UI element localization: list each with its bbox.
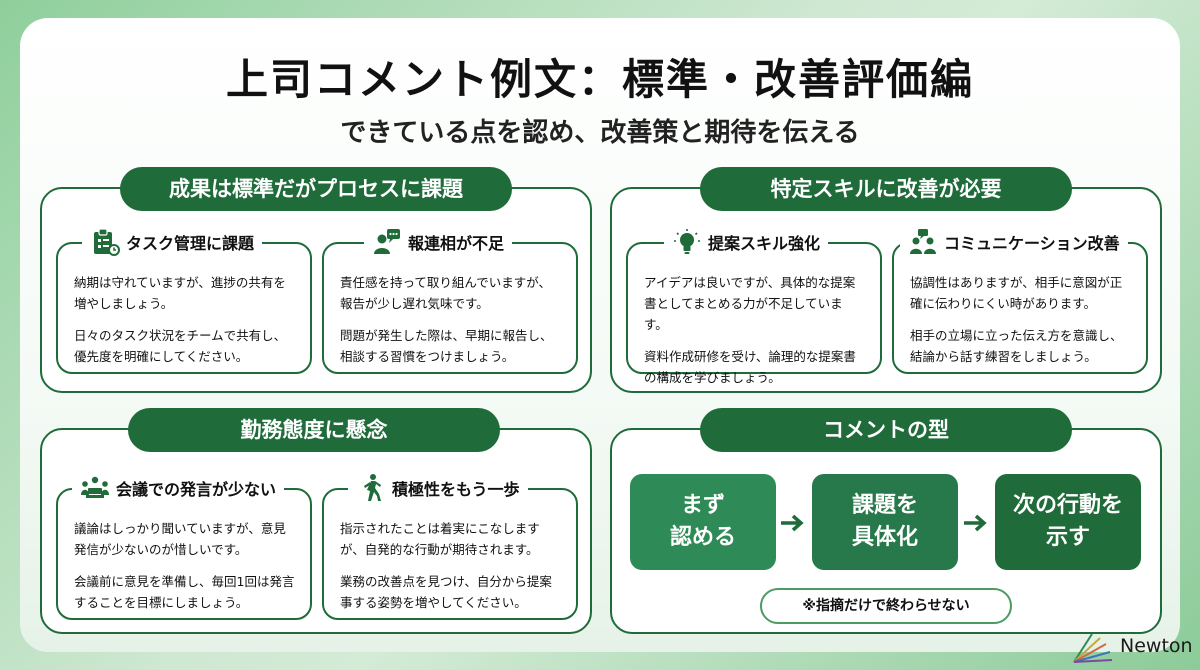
card-heading: 会議での発言が少ない <box>116 480 277 499</box>
card-heading: 積極性をもう一歩 <box>392 480 520 499</box>
card-text: 議論はしっかり聞いていますが、意見発信が少ないのが惜しいです。 <box>74 521 286 557</box>
card-text: 納期は守れていますが、進捗の共有を増やしましょう。 <box>74 275 286 311</box>
people-talk-icon <box>910 229 936 254</box>
section-label: 勤務態度に懸念 <box>128 408 500 452</box>
logo-text: Newton <box>1120 635 1193 657</box>
card-text: アイデアは良いですが、具体的な提案書としてまとめる力が不足しています。 <box>644 275 856 332</box>
newton-logo-icon <box>1073 633 1113 663</box>
card-heading: 報連相が不足 <box>408 234 505 253</box>
card-text: 協調性はありますが、相手に意図が正確に伝わりにくい時があります。 <box>910 275 1123 311</box>
clipboard-check-icon <box>94 228 120 256</box>
newton-logo: Newton <box>1070 628 1193 664</box>
card-text: 問題が発生した際は、早期に報告し、相談する習慣をつけましょう。 <box>340 328 553 364</box>
arrow-right-icon <box>964 514 987 532</box>
card-text: 会議前に意見を準備し、毎回1回は発言することを目標にしましょう。 <box>74 574 295 610</box>
card-proposal: 提案スキル強化 アイデアは良いですが、具体的な提案書としてまとめる力が不足してい… <box>626 222 882 385</box>
section-label: 成果は標準だがプロセスに課題 <box>120 167 512 211</box>
section-label: 特定スキルに改善が必要 <box>700 167 1072 211</box>
step-next-action: 次の行動を 示す <box>995 474 1141 570</box>
card-text: 業務の改善点を見つけ、自分から提案事する姿勢を増やしてください。 <box>340 574 552 610</box>
card-task-management: タスク管理に課題 納期は守れていますが、進捗の共有を増やしましょう。 日々のタス… <box>56 222 312 374</box>
card-text: 日々のタスク状況をチームで共有し、優先度を明確にしてください。 <box>74 328 287 364</box>
card-text: 相手の立場に立った伝え方を意識し、結論から話す練習をしましょう。 <box>910 328 1123 364</box>
card-heading: 提案スキル強化 <box>708 234 821 253</box>
card-reporting: 報連相が不足 責任感を持って取り組んでいますが、報告が少し遅れ気味です。 問題が… <box>322 222 578 374</box>
card-text: 責任感を持って取り組んでいますが、報告が少し遅れ気味です。 <box>340 275 552 311</box>
page-title: 上司コメント例文：標準・改善評価編 <box>225 55 974 104</box>
lightbulb-icon <box>674 229 700 254</box>
card-text: 指示されたことは着実にこなしますが、自発的な行動が期待されます。 <box>340 521 540 557</box>
note-badge: ※指摘だけで終わらせない <box>760 588 1012 624</box>
page-subtitle: できている点を認め、改善策と期待を伝える <box>340 118 860 148</box>
walking-person-icon <box>364 474 381 501</box>
card-heading: コミュニケーション改善 <box>944 234 1120 253</box>
step-specify: 課題を 具体化 <box>812 474 958 570</box>
person-speech-icon <box>374 229 400 254</box>
card-text: 資料作成研修を受け、論理的な提案書の構成を学びましょう。 <box>644 349 856 385</box>
step-acknowledge: まず 認める <box>630 474 776 570</box>
card-heading: タスク管理に課題 <box>126 234 255 253</box>
card-communication: コミュニケーション改善 協調性はありますが、相手に意図が正確に伝わりにくい時があ… <box>892 222 1148 374</box>
section-label: コメントの型 <box>700 408 1072 452</box>
card-meeting: 会議での発言が少ない 議論はしっかり聞いていますが、意見発信が少ないのが惜しいで… <box>56 468 312 620</box>
card-initiative: 積極性をもう一歩 指示されたことは着実にこなしますが、自発的な行動が期待されます… <box>322 468 578 620</box>
arrow-right-icon <box>781 514 804 532</box>
meeting-icon <box>81 476 109 498</box>
